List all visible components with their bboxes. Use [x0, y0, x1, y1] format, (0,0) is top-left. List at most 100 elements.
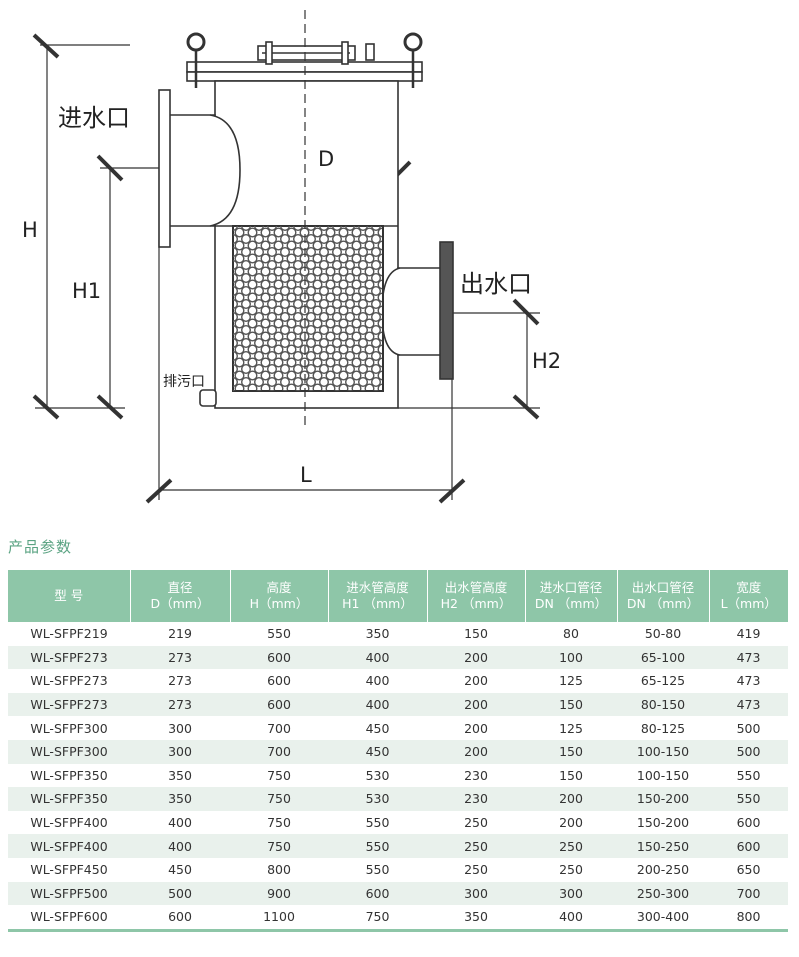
table-cell: 600	[267, 673, 291, 689]
table-cell: 700	[230, 739, 328, 764]
table-cell: 150-200	[617, 787, 709, 811]
table-cell: 400	[328, 692, 427, 717]
table-cell: 600	[328, 881, 427, 906]
table-cell: WL-SFPF273	[8, 692, 130, 717]
table-cell: 700	[267, 720, 291, 736]
inlet-label: 进水口	[58, 104, 130, 132]
table-cell: 400	[168, 815, 192, 831]
column-header-unit: DN （mm）	[626, 596, 700, 611]
table-cell: 150	[559, 767, 583, 783]
table-cell: 473	[709, 692, 788, 717]
table-cell: 400	[525, 905, 617, 932]
drain-label: 排污口	[163, 374, 205, 390]
table-cell: 200	[559, 815, 583, 831]
table-cell: 300	[168, 720, 192, 736]
table-cell: 600	[130, 905, 230, 932]
table-cell: 200	[427, 692, 525, 717]
table-cell: 250	[559, 862, 583, 878]
table-cell: 750	[267, 767, 291, 783]
table-cell: 419	[736, 626, 761, 642]
table-cell: 530	[365, 767, 390, 783]
table-cell: 100	[525, 645, 617, 670]
dimension-h-label: H	[22, 218, 38, 242]
column-header-unit: H（mm）	[249, 596, 309, 611]
table-cell: 473	[736, 673, 761, 689]
filter-basket	[232, 225, 384, 392]
table-cell: 550	[709, 787, 788, 811]
outlet-label: 出水口	[460, 270, 532, 298]
table-cell: 600	[230, 645, 328, 670]
table-cell: WL-SFPF273	[8, 645, 130, 670]
table-cell: 750	[230, 787, 328, 811]
table-cell: 600	[709, 834, 788, 858]
table-cell: 400	[130, 834, 230, 858]
table-cell: 500	[736, 720, 761, 736]
table-cell: 250	[525, 834, 617, 858]
dimension-h2-label: H2	[532, 349, 561, 373]
filter-dimension-drawing: 进水口 出水口 排污口 D H H1 H2 L	[22, 10, 561, 504]
table-cell: WL-SFPF350	[8, 787, 130, 811]
column-header: 型 号	[8, 570, 130, 622]
column-header-unit: D（mm）	[150, 596, 210, 611]
table-cell: WL-SFPF350	[30, 767, 108, 783]
table-cell: 100-150	[636, 767, 690, 783]
table-cell: 219	[168, 626, 192, 642]
table-cell: 350	[427, 905, 525, 932]
table-cell: 50-80	[644, 626, 682, 642]
table-cell: 65-100	[617, 645, 709, 670]
table-cell: WL-SFPF219	[30, 626, 108, 642]
table-cell: 250	[427, 834, 525, 858]
table-cell: 750	[230, 834, 328, 858]
table-cell: 230	[464, 767, 488, 783]
table-cell: 250	[464, 862, 488, 878]
column-header-title: 直径	[167, 580, 193, 595]
table-cell: WL-SFPF450	[30, 862, 108, 878]
column-header-unit: H1 （mm）	[342, 596, 413, 611]
column-header-title: 进水口管径	[539, 580, 603, 595]
table-cell: 450	[365, 720, 390, 736]
table-cell: 550	[736, 767, 761, 783]
table-cell: 80-150	[617, 692, 709, 717]
table-cell: 125	[559, 720, 583, 736]
table-cell: 450	[168, 862, 192, 878]
table-cell: 550	[267, 626, 291, 642]
table-row: WL-SFPF219 219 550 350 150 80 50-80 419	[8, 622, 788, 646]
table-cell: 750	[267, 815, 291, 831]
table-cell: 230	[427, 787, 525, 811]
section-title: 产品参数	[8, 538, 73, 556]
column-header-title: 出水管高度	[444, 580, 508, 595]
table-cell: 150	[464, 626, 488, 642]
table-cell: 550	[328, 834, 427, 858]
table-cell: 350	[365, 626, 390, 642]
table-cell: 300	[130, 739, 230, 764]
table-cell: 200	[427, 645, 525, 670]
table-cell: 750	[328, 905, 427, 932]
table-cell: 80	[563, 626, 579, 642]
table-cell: 473	[709, 645, 788, 670]
table-cell: 150-250	[617, 834, 709, 858]
table-cell: 273	[168, 673, 192, 689]
table-cell: 900	[230, 881, 328, 906]
table-cell: 100-150	[617, 739, 709, 764]
table-cell: 200	[525, 787, 617, 811]
table-cell: 65-125	[640, 673, 686, 689]
table-cell: 350	[168, 767, 192, 783]
dimension-h1-label: H1	[72, 279, 101, 303]
table-cell: 273	[130, 692, 230, 717]
table-cell: 350	[130, 787, 230, 811]
table-cell: WL-SFPF273	[30, 673, 108, 689]
column-header-title: 型 号	[54, 588, 84, 603]
table-row: WL-SFPF350 350 750 530 230 150 100-150 550	[8, 764, 788, 788]
table-cell: WL-SFPF300	[8, 739, 130, 764]
